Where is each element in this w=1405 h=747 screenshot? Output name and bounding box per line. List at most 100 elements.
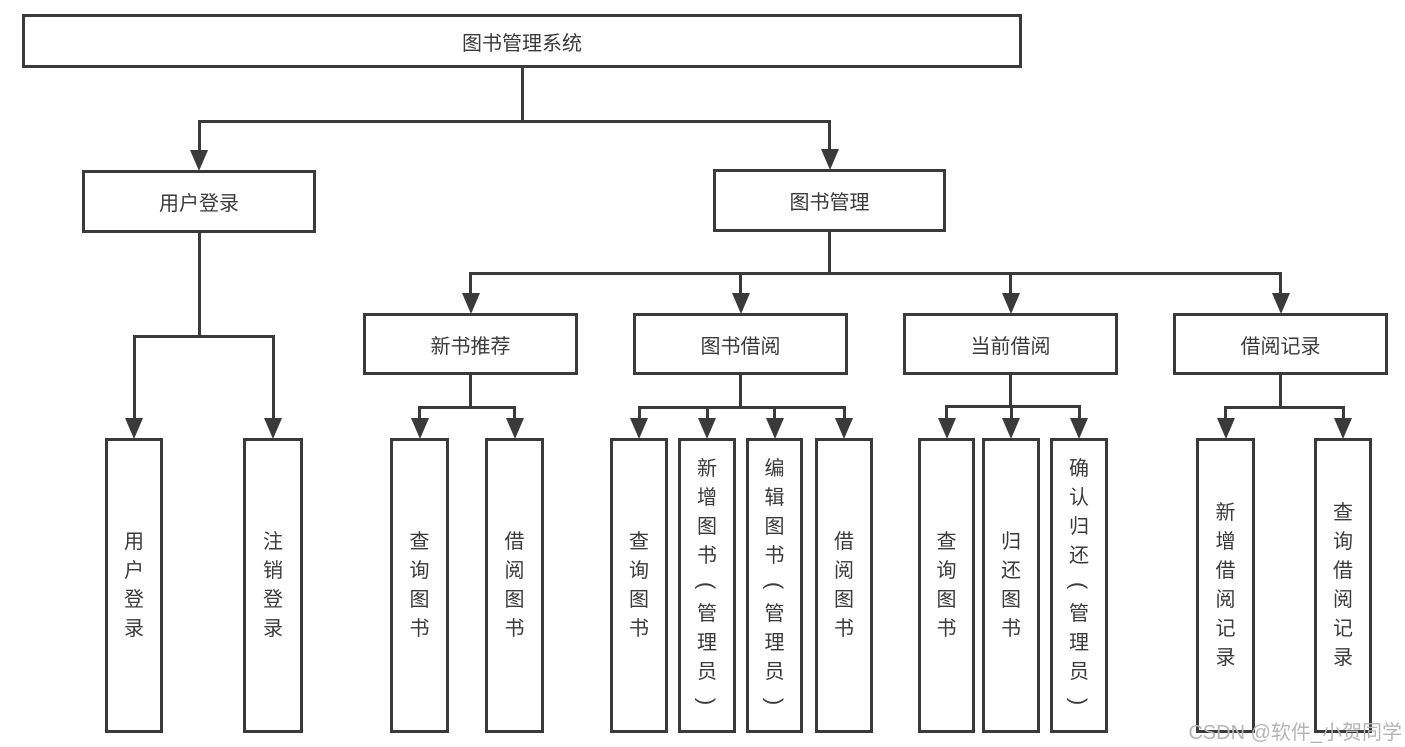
- connector-line: [132, 335, 136, 420]
- label-char: 查: [409, 530, 430, 553]
- label-char: 认: [1069, 487, 1089, 509]
- node-new-rec: 新书推荐: [363, 313, 578, 375]
- connector-line: [513, 406, 516, 420]
- label-char: 询: [409, 559, 430, 582]
- label-char: 理: [697, 632, 717, 654]
- connector-line: [469, 272, 472, 295]
- arrowhead-down-icon: [1216, 418, 1235, 439]
- label-char: 归: [1001, 530, 1021, 553]
- connector-line: [1077, 405, 1081, 420]
- watermark-text: CSDN @软件_小贺同学: [1188, 722, 1402, 744]
- label-char: 记: [1215, 617, 1236, 640]
- label-char: 书: [409, 617, 430, 640]
- connector-line: [197, 120, 201, 152]
- node-bb-query: 查询图书: [610, 438, 668, 733]
- node-label: 编辑图书(管理员): [762, 455, 787, 716]
- label-char: 理: [764, 632, 785, 654]
- node-current-borrow: 当前借阅: [903, 313, 1118, 375]
- node-label: 查询图书: [629, 528, 649, 644]
- label-char: 管: [1069, 603, 1089, 625]
- arrowhead-down-icon: [1271, 293, 1290, 314]
- arrowhead-down-icon: [731, 293, 750, 314]
- node-cb-return: 归还图书: [982, 438, 1040, 733]
- arrowhead-down-icon: [1001, 293, 1020, 314]
- node-label: 图书借阅: [700, 335, 781, 358]
- arrowhead-down-icon: [1002, 418, 1020, 439]
- label-char: 图: [504, 588, 525, 611]
- connector-line: [469, 374, 472, 409]
- connector-line: [418, 406, 421, 420]
- connector-line: [469, 272, 1282, 275]
- connector-line: [418, 406, 516, 409]
- label-char: 书: [697, 545, 717, 567]
- node-bb-add: 新增图书(管理员): [678, 438, 736, 733]
- arrowhead-down-icon: [190, 150, 208, 171]
- connector-line: [773, 406, 776, 420]
- node-label: 用户登录: [159, 193, 239, 215]
- arrowhead-down-icon: [698, 418, 716, 439]
- label-char: 还: [1069, 545, 1089, 567]
- arrowhead-down-icon: [835, 418, 853, 439]
- connector-line: [705, 406, 709, 420]
- label-char: 阅: [1333, 588, 1353, 611]
- label-char: 用: [124, 530, 144, 553]
- label-char: 归: [1069, 516, 1089, 538]
- open-paren: (: [1066, 581, 1092, 590]
- node-book-mgmt: 图书管理: [713, 169, 946, 232]
- node-label: 新增借阅记录: [1216, 499, 1236, 673]
- label-char: 销: [263, 559, 283, 582]
- label-char: 录: [1215, 646, 1236, 669]
- node-label: 注销登录: [263, 528, 283, 644]
- node-nr-borrow: 借阅图书: [485, 438, 544, 733]
- label-char: 图: [409, 588, 430, 611]
- label-char: 增: [697, 487, 717, 509]
- label-char: 询: [1333, 530, 1353, 553]
- arrowhead-down-icon: [410, 418, 429, 439]
- label-char: 注: [263, 530, 283, 553]
- node-label: 借阅图书: [505, 528, 525, 644]
- node-label: 确认归还(管理员): [1067, 455, 1092, 716]
- arrowhead-down-icon: [820, 149, 839, 170]
- label-char: 登: [263, 588, 283, 611]
- connector-line: [1341, 406, 1345, 420]
- node-br-query: 查询借阅记录: [1314, 438, 1372, 733]
- node-login: 用户登录: [105, 438, 163, 733]
- node-label: 查询图书: [410, 528, 430, 644]
- label-char: 录: [124, 617, 144, 640]
- label-char: 图: [1001, 588, 1021, 611]
- node-label: 图书管理系统: [462, 32, 582, 55]
- label-char: 阅: [834, 559, 854, 582]
- connector-line: [739, 374, 742, 409]
- arrowhead-down-icon: [461, 293, 480, 314]
- node-root: 图书管理系统: [22, 14, 1022, 68]
- connector-line: [1009, 272, 1012, 295]
- open-paren: (: [762, 581, 787, 590]
- label-char: 还: [1001, 559, 1021, 582]
- connector-line: [828, 231, 831, 275]
- label-char: 阅: [504, 559, 525, 582]
- node-cb-confirm: 确认归还(管理员): [1050, 438, 1108, 733]
- label-char: 记: [1333, 617, 1353, 640]
- label-char: 查: [936, 530, 957, 553]
- connector-line: [197, 120, 831, 123]
- arrowhead-down-icon: [1334, 418, 1352, 439]
- label-char: 编: [764, 458, 785, 480]
- label-char: 员: [1069, 661, 1089, 683]
- node-label: 借阅图书: [834, 528, 854, 644]
- label-char: 查: [629, 530, 649, 553]
- label-char: 图: [834, 588, 854, 611]
- arrowhead-down-icon: [505, 418, 524, 439]
- connector-line: [1009, 374, 1012, 408]
- connector-line: [271, 335, 275, 420]
- node-nr-query: 查询图书: [390, 438, 449, 733]
- label-char: 借: [1215, 559, 1236, 582]
- label-char: 询: [936, 559, 957, 582]
- label-char: 借: [504, 530, 525, 553]
- node-logout: 注销登录: [243, 438, 303, 733]
- connector-line: [1279, 374, 1282, 409]
- node-label: 查询图书: [937, 528, 957, 644]
- node-label: 新书推荐: [430, 335, 511, 358]
- label-char: 书: [504, 617, 525, 640]
- label-char: 登: [124, 588, 144, 611]
